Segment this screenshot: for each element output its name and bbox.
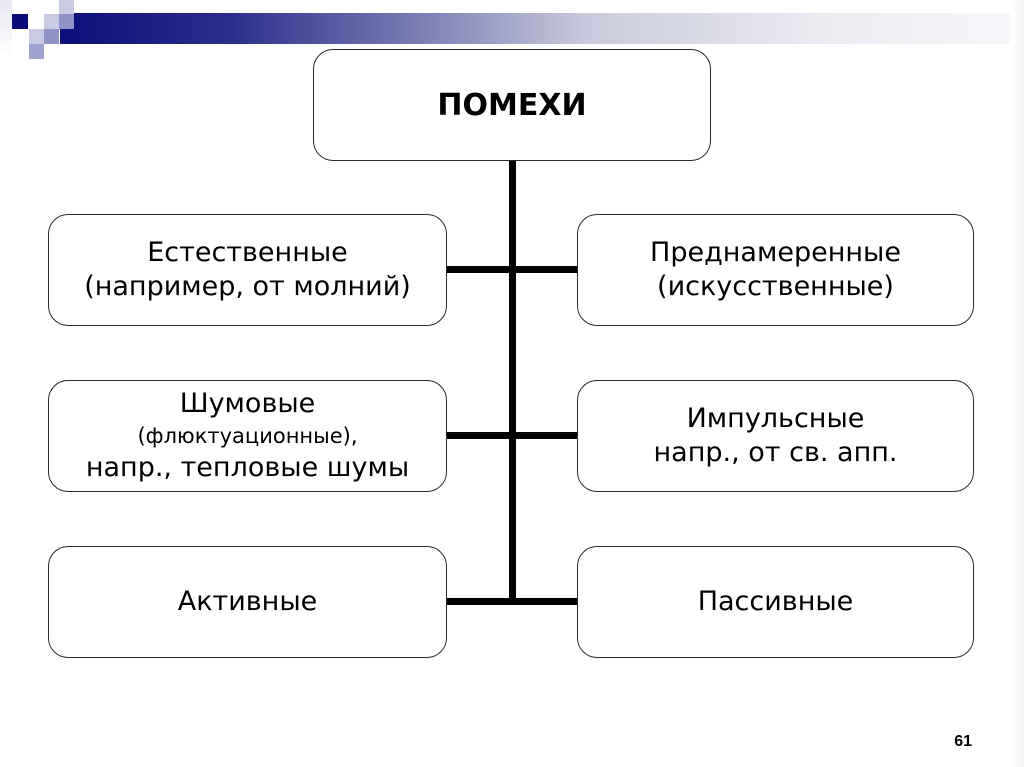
node-label: Импульсные <box>686 403 865 434</box>
connector-trunk <box>509 159 516 603</box>
root-node: ПОМЕХИ <box>313 49 711 161</box>
node-label: Активные <box>177 586 318 617</box>
node-label: Пассивные <box>697 586 854 617</box>
page-number: 61 <box>954 733 972 750</box>
connector-row-2 <box>446 432 578 439</box>
decor-square <box>59 0 74 14</box>
node-label: Преднамеренные <box>650 237 901 268</box>
connector-row-3 <box>446 598 578 605</box>
node-impulse: Импульсные напр., от св. апп. <box>577 380 974 492</box>
decor-square <box>59 14 74 29</box>
node-label: Шумовые <box>179 388 316 419</box>
decor-square <box>29 44 44 59</box>
connector-row-1 <box>446 266 578 273</box>
decor-square <box>44 14 59 29</box>
node-sublabel: напр., от св. апп. <box>653 437 898 468</box>
node-intentional: Преднамеренные (искусственные) <box>577 214 974 326</box>
root-node-label: ПОМЕХИ <box>437 87 587 123</box>
node-active: Активные <box>48 546 447 658</box>
node-sublabel: напр., тепловые шумы <box>85 452 410 483</box>
node-natural: Естественные (например, от молний) <box>48 214 447 326</box>
node-sublabel: (искусственные) <box>657 271 894 302</box>
node-passive: Пассивные <box>577 546 974 658</box>
node-noise: Шумовые (флюктуационные), напр., тепловы… <box>48 380 447 492</box>
node-sublabel: (флюктуационные), <box>137 424 358 448</box>
decor-square <box>12 14 28 29</box>
decor-square <box>44 29 59 44</box>
header-gradient-bar <box>60 13 1012 44</box>
decor-square <box>0 0 12 58</box>
decor-square <box>29 29 44 44</box>
node-sublabel: (например, от молний) <box>84 271 411 302</box>
right-edge-shade <box>1010 0 1024 767</box>
node-label: Естественные <box>147 237 348 268</box>
